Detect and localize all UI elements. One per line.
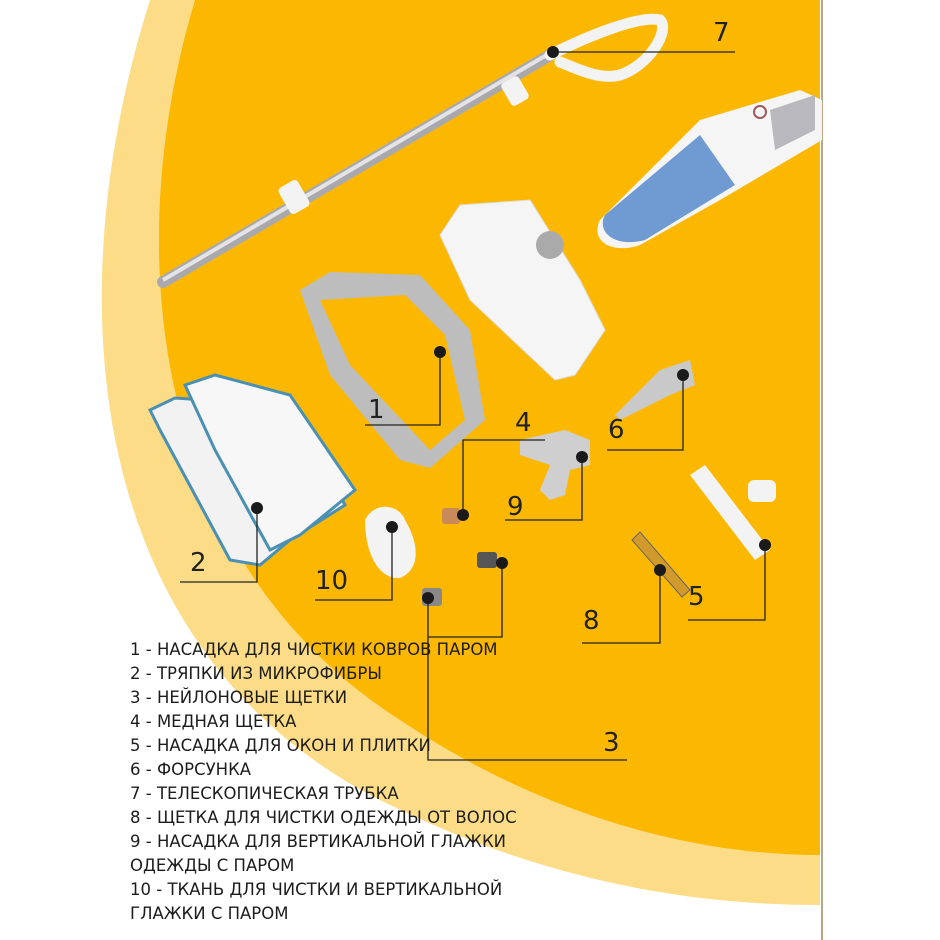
window-nozzle [690, 465, 770, 560]
nozzle [615, 360, 695, 420]
legend-item: 10 - ТКАНЬ ДЛЯ ЧИСТКИ И ВЕРТИКАЛЬНОЙ [130, 880, 503, 899]
copper-brush [442, 508, 460, 524]
legend-item: ОДЕЖДЫ С ПАРОМ [130, 856, 295, 875]
callout-1: 1 [368, 395, 385, 425]
legend-item: 3 - НЕЙЛОНОВЫЕ ЩЕТКИ [130, 688, 348, 707]
legend-item: 4 - МЕДНАЯ ЩЕТКА [130, 712, 297, 731]
legend-item: 7 - ТЕЛЕСКОПИЧЕСКАЯ ТРУБКА [130, 784, 399, 803]
callout-10: 10 [315, 566, 349, 596]
callout-dots [251, 46, 771, 604]
legend-item: ГЛАЖКИ С ПАРОМ [130, 904, 289, 923]
callout-6: 6 [608, 415, 625, 445]
microfiber-cloths [147, 373, 358, 567]
callout-5: 5 [688, 582, 705, 612]
callout-2: 2 [190, 548, 207, 578]
mop-pad [439, 199, 606, 381]
cloth-cover [365, 506, 416, 579]
carpet-frame [300, 272, 485, 468]
legend-item: 6 - ФОРСУНКА [130, 760, 252, 779]
vertical-steam-head [520, 430, 590, 500]
legend-item: 5 - НАСАДКА ДЛЯ ОКОН И ПЛИТКИ [130, 736, 431, 755]
legend-item: 8 - ЩЕТКА ДЛЯ ЧИСТКИ ОДЕЖДЫ ОТ ВОЛОС [130, 808, 517, 827]
telescopic-tube [157, 13, 669, 288]
parts-legend: 1 - НАСАДКА ДЛЯ ЧИСТКИ КОВРОВ ПАРОМ 2 - … [130, 638, 517, 926]
legend-item: 9 - НАСАДКА ДЛЯ ВЕРТИКАЛЬНОЙ ГЛАЖКИ [130, 832, 507, 851]
callout-7: 7 [713, 18, 730, 48]
legend-item: 1 - НАСАДКА ДЛЯ ЧИСТКИ КОВРОВ ПАРОМ [130, 640, 498, 659]
legend-item: 2 - ТРЯПКИ ИЗ МИКРОФИБРЫ [130, 664, 382, 683]
handheld-vacuum [597, 90, 822, 249]
window-nozzle-neck [748, 480, 776, 502]
callout-lines [180, 51, 766, 761]
nylon-brush-a [477, 552, 497, 568]
callout-4: 4 [515, 408, 532, 438]
callout-9: 9 [507, 492, 524, 522]
callout-8: 8 [583, 606, 600, 636]
callout-3: 3 [603, 728, 620, 758]
